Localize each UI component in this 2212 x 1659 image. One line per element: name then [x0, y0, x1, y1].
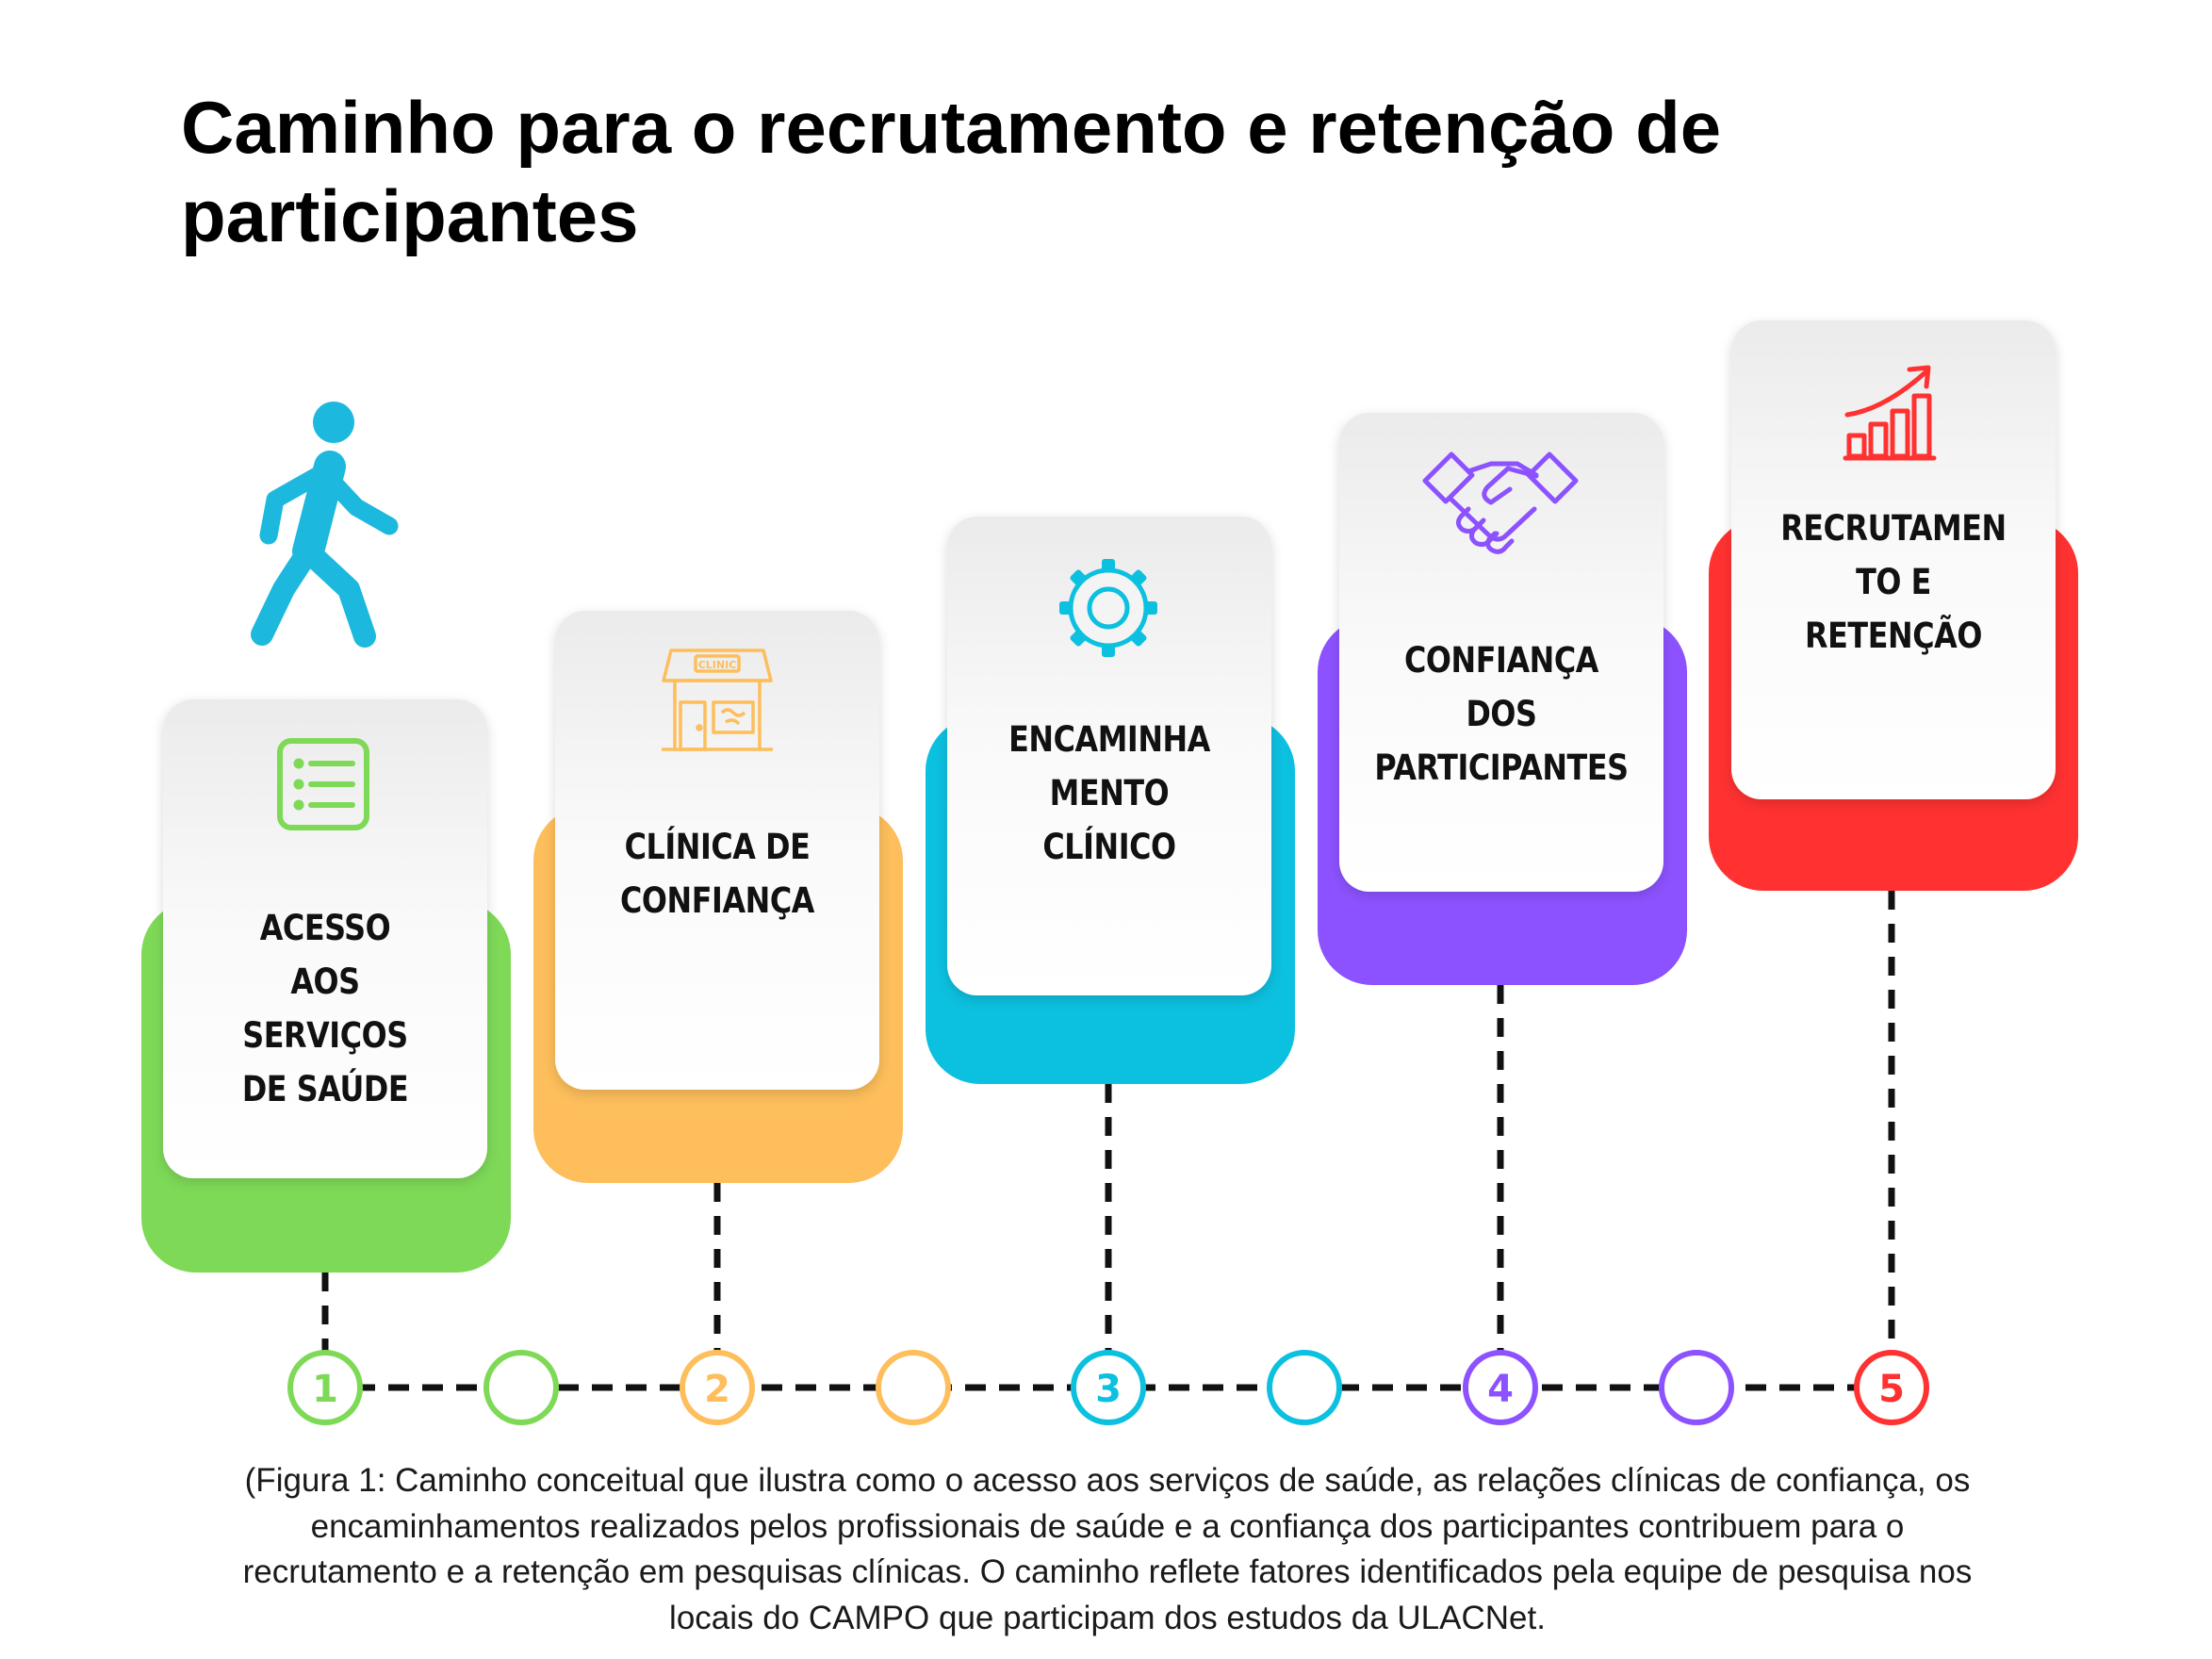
list-icon: [277, 738, 369, 830]
title-line-1: Caminho para o recrutamento e retenção d…: [181, 86, 1722, 169]
step-2-label-line: CONFIANÇA: [620, 880, 814, 921]
step-2-label: CLÍNICA DE CONFIANÇA: [583, 820, 851, 928]
step-3-label-line: ENCAMINHA: [1008, 719, 1210, 760]
marker-1: [287, 1350, 363, 1425]
gear-icon: [1059, 559, 1157, 657]
step-1-label-line: SERVIÇOS: [242, 1015, 408, 1056]
step-3-card: [947, 517, 1271, 995]
step-4-card: [1339, 413, 1663, 892]
caption-line-4: locais do CAMPO que participam dos estud…: [669, 1599, 1546, 1636]
step-3-label: ENCAMINHA MENTO CLÍNICO: [975, 713, 1243, 874]
step-numbers: 1 2 3 4 5: [312, 1368, 1905, 1411]
clinic-icon: CLINIC: [662, 649, 773, 751]
caption-line-3: recrutamento e a retenção em pesquisas c…: [242, 1553, 1973, 1590]
step-4-label: CONFIANÇA DOS PARTICIPANTES: [1368, 633, 1635, 795]
marker-2-3: [876, 1350, 951, 1425]
caption-line-2: encaminhamentos realizados pelos profiss…: [310, 1507, 1905, 1545]
step-1-label-line: AOS: [290, 961, 360, 1002]
walking-person-icon: [251, 402, 399, 648]
marker-5: [1854, 1350, 1929, 1425]
step-number-2: 2: [704, 1368, 730, 1411]
marker-3: [1071, 1350, 1146, 1425]
timeline-markers: [287, 1350, 1929, 1425]
step-5-label-line: RECRUTAMEN: [1780, 508, 2007, 549]
handshake-icon: [1422, 452, 1579, 554]
caption-line-1: (Figura 1: Caminho conceitual que ilustr…: [244, 1462, 1971, 1499]
page-title: Caminho para o recrutamento e retenção d…: [181, 83, 1972, 260]
step-1-label-line: ACESSO: [259, 908, 391, 948]
step-4-label-line: DOS: [1466, 694, 1537, 734]
step-4-label-line: CONFIANÇA: [1404, 640, 1598, 681]
marker-4: [1463, 1350, 1538, 1425]
step-number-3: 3: [1095, 1368, 1122, 1411]
marker-1-2: [483, 1350, 559, 1425]
step-4-label-line: PARTICIPANTES: [1374, 747, 1629, 788]
step-1-label-line: DE SAÚDE: [241, 1069, 409, 1109]
growth-chart-icon: [1843, 365, 1937, 461]
step-5-card: [1731, 320, 2056, 799]
step-3-label-line: MENTO: [1049, 773, 1170, 813]
step-1-card: [163, 699, 487, 1178]
marker-2: [680, 1350, 755, 1425]
step-number-1: 1: [312, 1368, 338, 1411]
connector-lines: [321, 891, 1895, 1357]
step-1-label: ACESSO AOS SERVIÇOS DE SAÚDE: [191, 901, 459, 1116]
step-number-5: 5: [1878, 1368, 1905, 1411]
title-line-2: participantes: [181, 174, 639, 257]
step-number-4: 4: [1487, 1368, 1514, 1411]
marker-3-4: [1267, 1350, 1342, 1425]
step-2-card: [555, 611, 879, 1090]
step-5-label-line: TO E: [1856, 562, 1931, 602]
step-3-label-line: CLÍNICO: [1042, 827, 1176, 867]
step-5-label-line: RETENÇÃO: [1805, 616, 1982, 656]
clinic-sign-text: CLINIC: [698, 659, 737, 671]
figure-caption: (Figura 1: Caminho conceitual que ilustr…: [170, 1458, 2045, 1641]
step-2-label-line: CLÍNICA DE: [624, 827, 811, 867]
marker-4-5: [1659, 1350, 1734, 1425]
step-5-label: RECRUTAMEN TO E RETENÇÃO: [1760, 501, 2027, 663]
step-cards: [163, 320, 2056, 1178]
